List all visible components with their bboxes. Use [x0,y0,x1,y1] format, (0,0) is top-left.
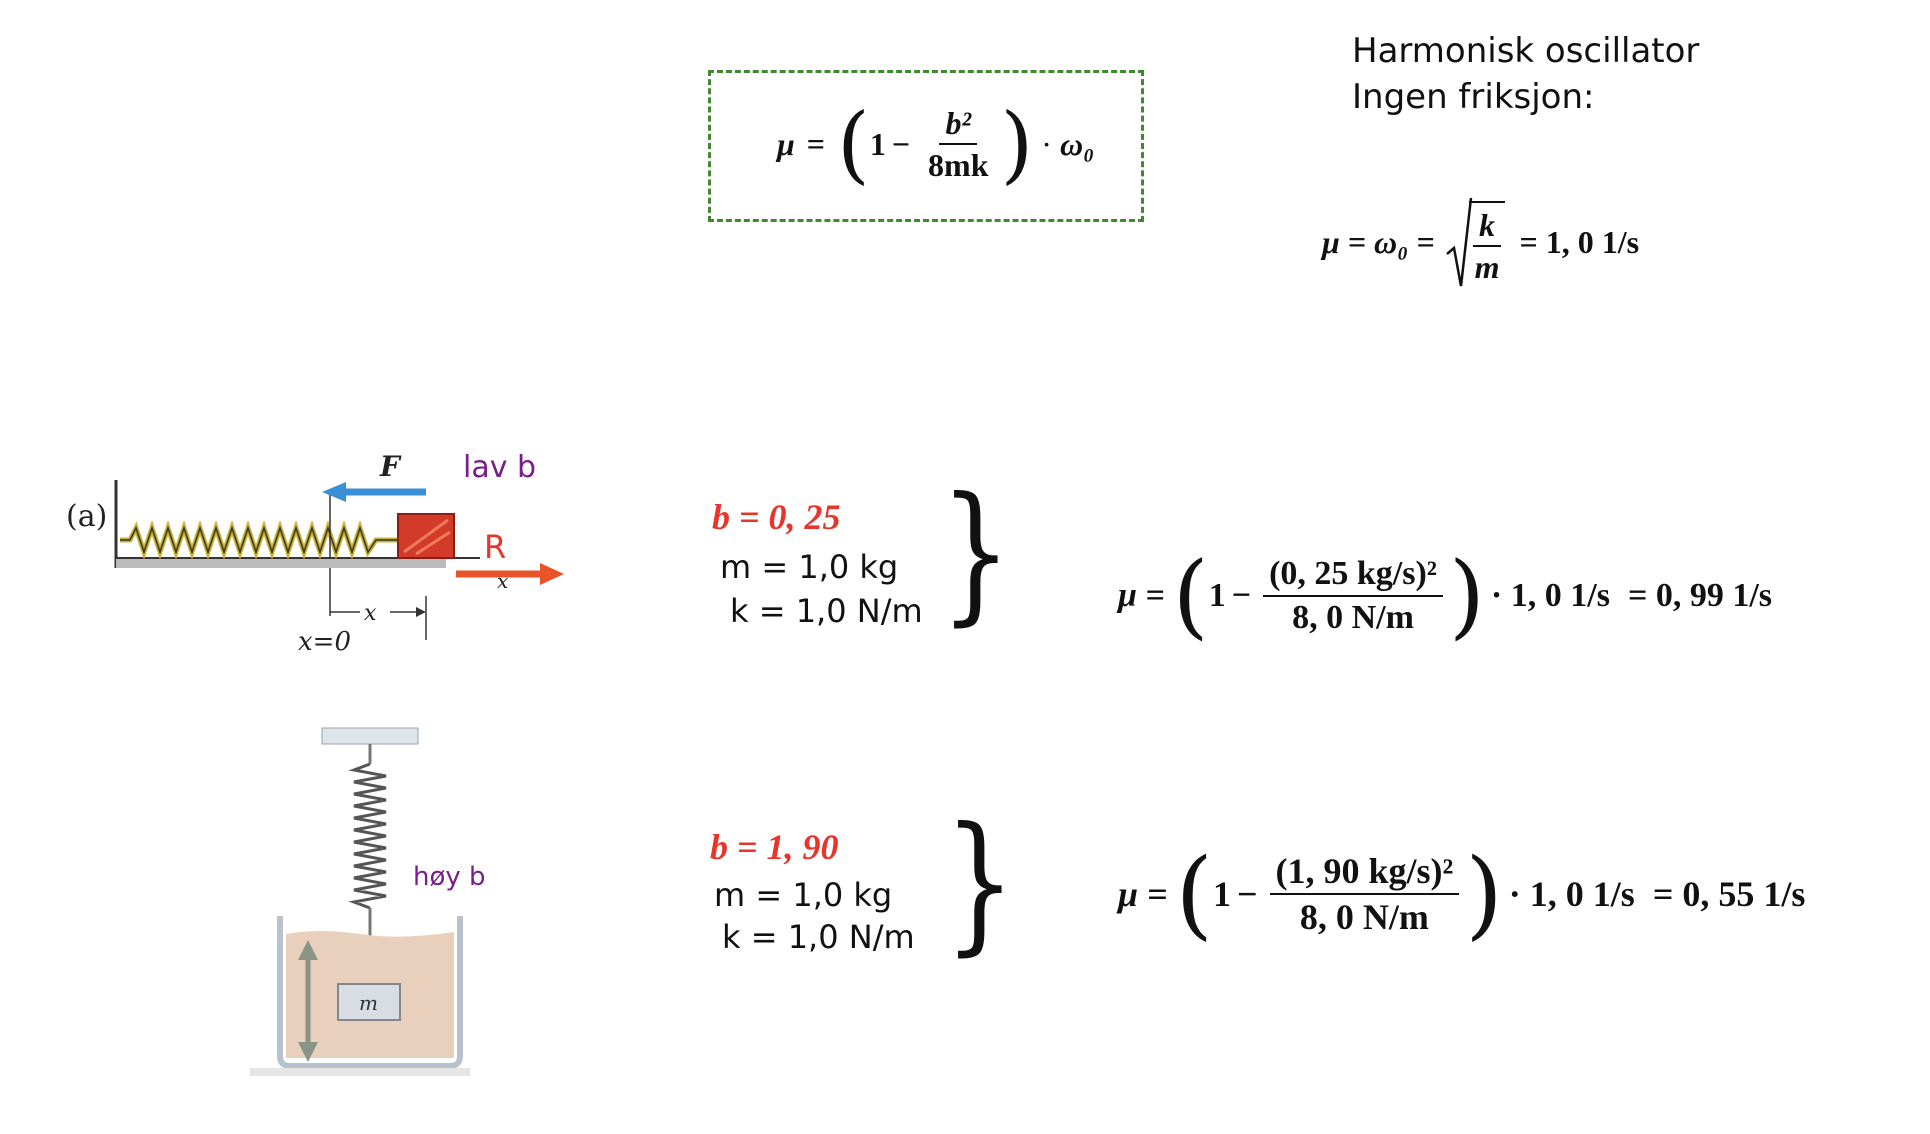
case2-one: 1 [1213,874,1231,914]
sqrt-fraction: k m [1468,201,1506,285]
x-axis-label: x [497,569,508,593]
sqrt-numerator: k [1473,209,1501,247]
case1-one: 1 [1208,576,1226,614]
case2-b-value: b = 1, 90 [710,827,839,867]
omega-zero: ω₀ [1059,125,1095,162]
case1-lhs: μ = [1118,576,1165,614]
case2-denominator: 8, 0 N/m [1299,897,1429,937]
case2-result: = 0, 55 1/s [1652,874,1806,914]
case1-formula: μ = ( 1 − (0, 25 kg/s)² 8, 0 N/m ) · 1, … [1118,542,1773,649]
submerged-mass [337,983,401,1021]
fraction-numerator: b² [939,107,978,145]
case2-k-value: k = 1,0 N/m [722,918,915,956]
force-f-arrowhead [322,482,346,502]
container [277,916,463,1069]
case1-b-value: b = 0, 25 [712,497,841,537]
title-line-1: Harmonisk oscillator [1352,31,1700,71]
free-lhs: μ = ω₀ = [1322,223,1435,260]
x-zero-label: x=0 [298,627,351,657]
case2-fraction: (1, 90 kg/s)² 8, 0 N/m [1269,853,1460,937]
high-b-label: høy b [413,862,486,892]
case2-brace: } [944,796,1016,970]
vertical-spring-coil [348,762,387,910]
case2-numerator: (1, 90 kg/s)² [1269,853,1460,895]
case1-denominator: 8, 0 N/m [1292,598,1414,636]
force-r-arrowhead [540,563,564,585]
dot: · [1041,125,1052,162]
case1-numerator: (0, 25 kg/s)² [1263,556,1444,597]
general-formula-box: μ = ( 1 − b² 8mk ) · ω₀ [708,70,1144,222]
force-f-label: F [379,450,402,483]
table-surface [250,1068,470,1076]
case2-minus: − [1237,874,1258,914]
case1-tail: · 1, 0 1/s [1490,576,1610,614]
case1-m-value: m = 1,0 kg [720,548,899,586]
panel-label-a: (a) [66,499,107,534]
free-oscillator-formula: μ = ω₀ = k m = 1, 0 1/s [1322,196,1639,288]
minus-sign: − [891,125,911,162]
header-title: Harmonisk oscillator Ingen friksjon: [1352,28,1699,120]
sqrt-sign [1445,197,1472,287]
general-formula: μ = ( 1 − b² 8mk ) · ω₀ [777,95,1095,193]
mass-label: m [359,991,378,1015]
displacement-x-label: x [364,601,377,626]
case1-parameters: b = 0, 25 m = 1,0 kg k = 1,0 N/m [712,496,923,630]
sqrt-denominator: m [1474,249,1500,285]
sqrt: k m [1445,196,1512,288]
case2-formula: μ = ( 1 − (1, 90 kg/s)² 8, 0 N/m ) · 1, … [1118,838,1806,950]
mu-symbol: μ [777,125,795,162]
case2-lhs: μ = [1118,874,1168,914]
equals-sign: = [806,125,826,162]
fraction-denominator: 8mk [928,147,989,183]
case2-tail: · 1, 0 1/s [1508,874,1635,914]
case1-brace: } [940,466,1012,640]
ceiling-mount [321,727,419,745]
one: 1 [869,125,886,162]
force-r-label: R [484,528,506,566]
floor [116,558,446,568]
case2-m-value: m = 1,0 kg [714,876,893,914]
case1-minus: − [1231,576,1252,614]
title-line-2: Ingen friksjon: [1352,77,1595,117]
case1-result: = 0, 99 1/s [1627,576,1773,614]
case1-k-value: k = 1,0 N/m [730,592,923,630]
diagram-a-horizontal-spring: (a) F R x x x=0 [66,450,564,657]
diagram-b-vertical-spring: m [250,727,470,1076]
case2-parameters: b = 1, 90 m = 1,0 kg k = 1,0 N/m [710,826,915,956]
low-b-label: lav b [463,450,537,485]
fraction: b² 8mk [922,107,994,181]
free-rhs: = 1, 0 1/s [1519,223,1640,260]
case1-fraction: (0, 25 kg/s)² 8, 0 N/m [1263,556,1444,636]
